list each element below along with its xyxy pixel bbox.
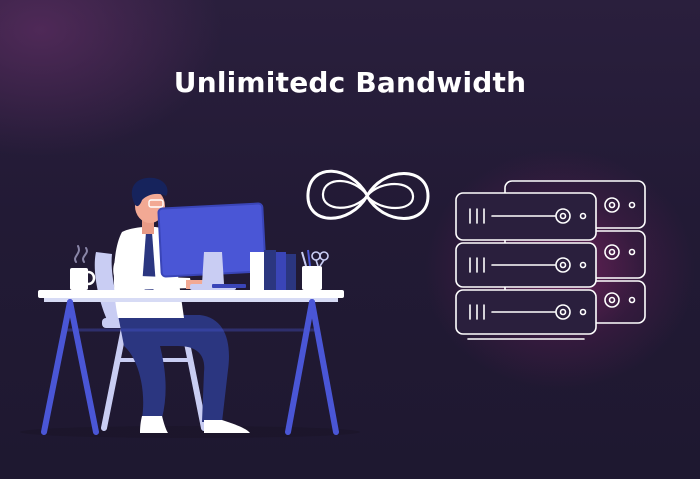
- desk-leg-left: [41, 299, 73, 435]
- hair: [131, 177, 168, 207]
- server-front-unit-3: [455, 289, 597, 335]
- scissors-icon: [311, 251, 329, 267]
- binders: [250, 250, 296, 290]
- infinity-icon: [306, 169, 430, 220]
- arm-sleeve: [113, 246, 192, 290]
- steam: [74, 245, 80, 263]
- desk-leg-right: [285, 299, 315, 435]
- monitor-stand: [202, 252, 224, 284]
- desk: [38, 290, 344, 435]
- headline: Unlimitedc Bandwidth: [173, 66, 527, 99]
- trousers: [118, 315, 229, 422]
- pen-cup: [301, 249, 329, 290]
- floor-shadow: [20, 426, 360, 438]
- monitor-screen: [158, 203, 266, 277]
- computer-monitor: [157, 202, 267, 290]
- desk-top: [38, 290, 344, 298]
- glasses: [148, 199, 164, 208]
- keyboard: [212, 284, 246, 288]
- server-front-unit-2: [455, 242, 597, 288]
- coffee-mug: [70, 245, 96, 290]
- server-front-unit-1: [455, 192, 597, 241]
- left-shoe: [140, 416, 168, 433]
- server-rack-icon: [455, 180, 646, 340]
- right-shoe: [204, 420, 250, 433]
